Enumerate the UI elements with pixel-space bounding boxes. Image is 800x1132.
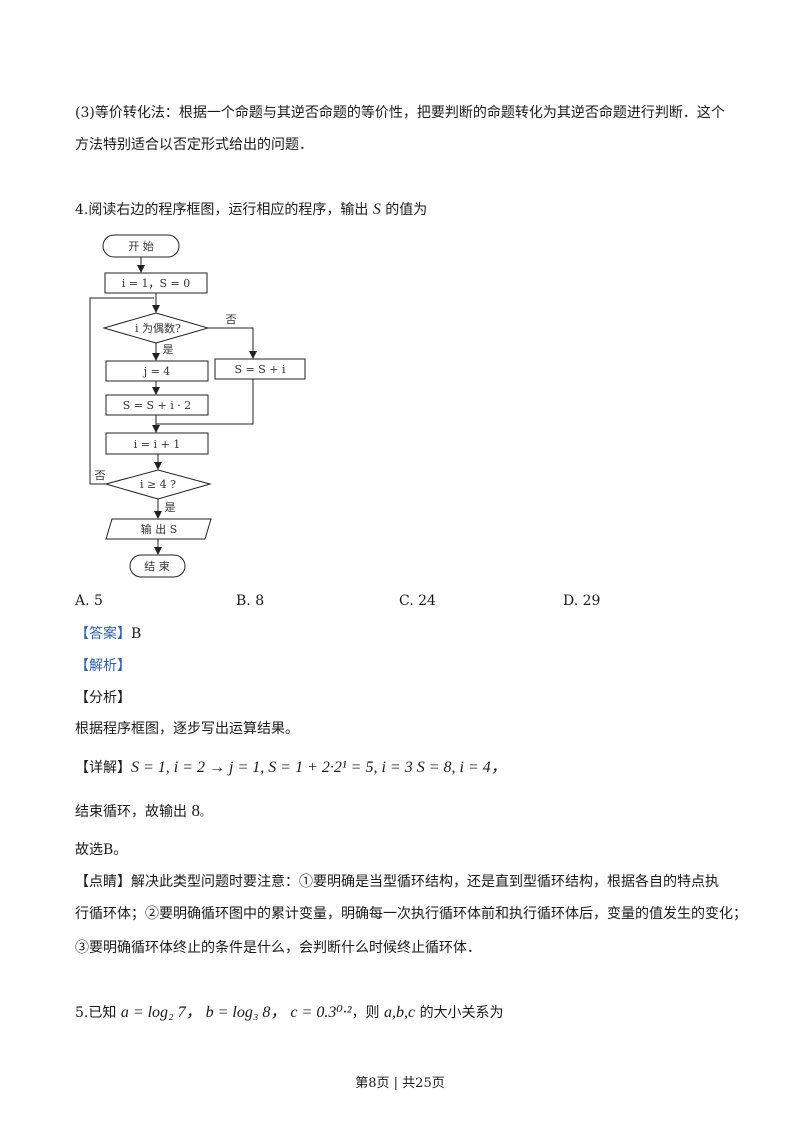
question-5-expr: a = log₂ 7， b = log₃ 8， c = 0.3⁰·² <box>120 1004 352 1021</box>
fenxi-text: 根据程序框图，逐步写出运算结果。 <box>75 721 299 737</box>
flow-assign-s-odd <box>214 358 306 380</box>
comment-text-1: 解决此类型问题时要注意：①要明确是当型循环结构，还是直到型循环结构，根据各自的特… <box>131 874 719 890</box>
question-5-stem: 5.已知 a = log₂ 7， b = log₃ 8， c = 0.3⁰·²，… <box>75 1003 504 1023</box>
flow-increment <box>105 432 209 455</box>
option-c: C. 24 <box>399 593 436 609</box>
intro-line-1: (3)等价转化法：根据一个命题与其逆否命题的等价性，把要判断的命题转化为其逆否命… <box>75 105 725 121</box>
flow-yes1-label: 是 <box>163 343 174 356</box>
answer-value: B <box>131 626 142 642</box>
answer-line: 【答案】B <box>75 624 141 644</box>
comment-line-2: 行循环体；②要明确循环图中的累计变量，明确每一次执行循环体前和执行循环体后，变量… <box>75 906 747 922</box>
flow-no2-label: 否 <box>95 469 106 482</box>
question-4-options: A. 5 B. 8 C. 24 D. 29 <box>75 593 715 613</box>
flow-assign-s-even-label: S = S + i · 2 <box>123 399 192 412</box>
flow-init-label: i = 1，S = 0 <box>122 277 190 290</box>
flow-no1-label: 否 <box>226 313 237 326</box>
answer-tag: 【答案】 <box>75 626 131 642</box>
question-5-prefix: 5.已知 <box>75 1005 117 1021</box>
question-4-stem: 4.阅读右边的程序框图，运行相应的程序，输出 S 的值为 <box>75 200 427 220</box>
flow-output <box>105 518 212 540</box>
page-footer: 第8页 | 共25页 <box>355 1076 445 1091</box>
question-4-stem-var: S <box>372 201 381 218</box>
comment-tag: 【点睛】 <box>75 874 131 890</box>
question-4-stem-end: 的值为 <box>385 202 428 218</box>
question-5-vars: a,b,c <box>384 1004 416 1021</box>
comment-line-3: ③要明确循环体终止的条件是什么，会判断什么时候终止循环体． <box>75 940 481 956</box>
flow-decision-stop-label: i ≥ 4 ? <box>140 478 176 491</box>
option-a: A. 5 <box>75 593 103 609</box>
flow-assign-j <box>105 360 209 382</box>
detail-expr: S = 1, i = 2 → j = 1, S = 1 + 2·2¹ = 5, … <box>131 759 507 776</box>
conclusion-line: 结束循环，故输出 8。 <box>75 801 210 824</box>
flow-end <box>129 554 186 578</box>
flow-increment-label: i = i + 1 <box>134 438 180 451</box>
conclusion-text: 结束循环，故输出 <box>75 804 187 820</box>
choose-text: 故选B。 <box>75 842 128 858</box>
conclusion-value: 8 <box>191 801 200 820</box>
option-b: B. 8 <box>236 593 265 609</box>
flow-end-label: 结 束 <box>144 560 170 573</box>
analysis-tag: 【解析】 <box>75 658 131 674</box>
flow-assign-s-even <box>105 394 209 416</box>
question-4-stem-text: 4.阅读右边的程序框图，运行相应的程序，输出 <box>75 202 369 218</box>
flowchart: 开 始 i = 1，S = 0 i 为偶数? 否 是 j = 4 S = S +… <box>89 234 306 578</box>
fenxi-tag: 【分析】 <box>75 690 131 706</box>
flow-assign-j-label: j = 4 <box>142 365 171 378</box>
flow-output-label: 输 出 S <box>141 522 178 536</box>
question-5-suffix: 的大小关系为 <box>419 1005 504 1021</box>
intro-line-2: 方法特别适合以否定形式给出的问题． <box>75 137 313 153</box>
comment-line-1: 【点睛】解决此类型问题时要注意：①要明确是当型循环结构，还是直到型循环结构，根据… <box>75 872 719 892</box>
flow-yes2-label: 是 <box>165 501 176 514</box>
flow-start-label: 开 始 <box>128 239 154 253</box>
flow-decision-even-label: i 为偶数? <box>135 322 181 335</box>
flow-assign-s-odd-label: S = S + i <box>234 363 285 376</box>
conclusion-end: 。 <box>199 808 210 819</box>
question-5-suffix-pre: ，则 <box>351 1005 380 1021</box>
flow-decision-stop <box>104 469 212 500</box>
option-d: D. 29 <box>563 593 601 609</box>
detail-tag: 【详解】 <box>75 760 131 776</box>
detail-line: 【详解】S = 1, i = 2 → j = 1, S = 1 + 2·2¹ =… <box>75 758 507 778</box>
